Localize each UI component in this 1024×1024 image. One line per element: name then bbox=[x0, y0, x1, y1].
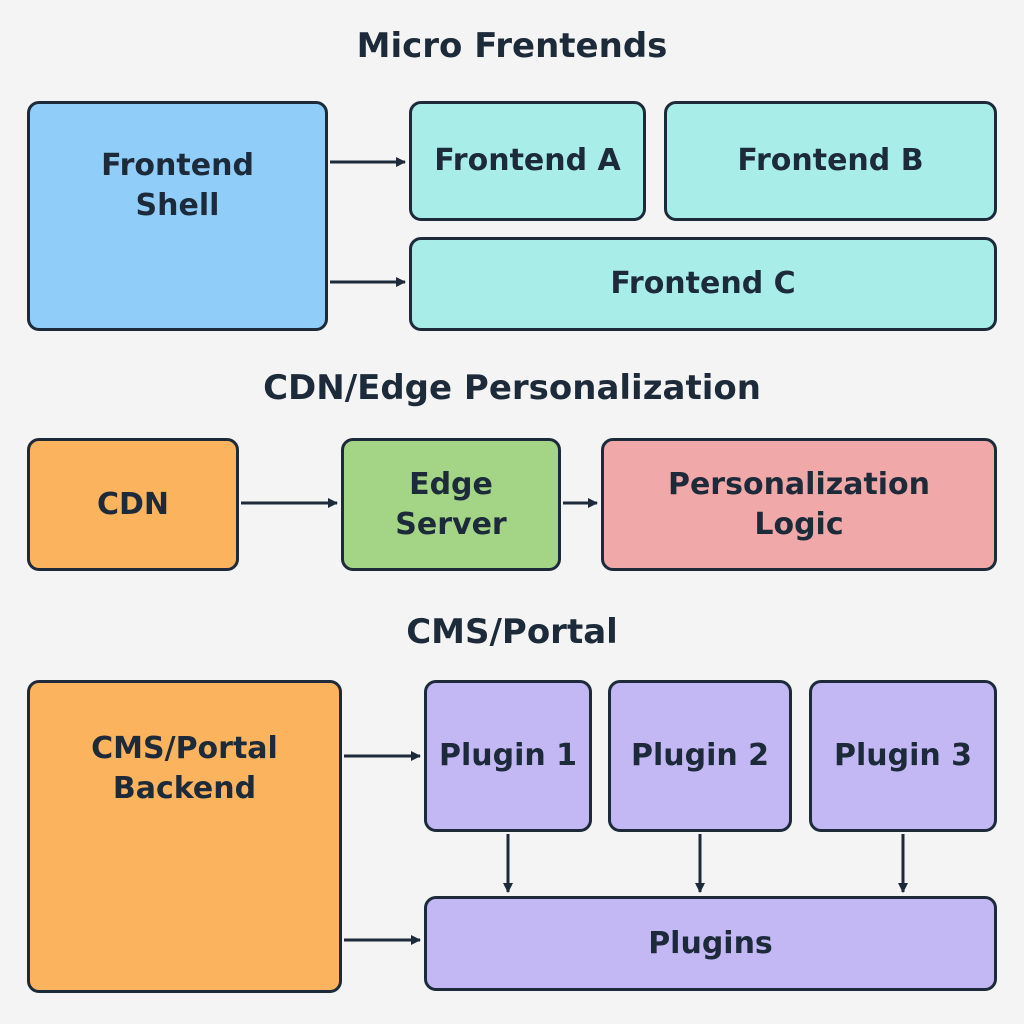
personalization-logic-box: Personalization Logic bbox=[601, 438, 997, 571]
section-title-micro-frontends: Micro Frentends bbox=[356, 26, 668, 66]
edge-server-label: Edge Server bbox=[395, 466, 507, 542]
section-title-cdn-edge: CDN/Edge Personalization bbox=[263, 368, 761, 408]
frontend-c-box: Frontend C bbox=[409, 237, 997, 331]
plugin-2-box: Plugin 2 bbox=[608, 680, 792, 832]
frontend-a-box: Frontend A bbox=[409, 101, 646, 221]
cms-portal-backend-label: CMS/Portal Backend bbox=[91, 731, 278, 806]
plugin-1-box: Plugin 1 bbox=[424, 680, 592, 832]
plugins-box: Plugins bbox=[424, 896, 997, 991]
frontend-b-box: Frontend B bbox=[664, 101, 997, 221]
cms-portal-backend-box: CMS/Portal Backend bbox=[27, 680, 342, 993]
frontend-b-label: Frontend B bbox=[737, 143, 924, 178]
cdn-box: CDN bbox=[27, 438, 239, 571]
personalization-logic-label: Personalization Logic bbox=[667, 466, 931, 542]
plugins-label: Plugins bbox=[648, 925, 773, 961]
frontend-shell-label: Frontend Shell bbox=[101, 148, 254, 223]
frontend-c-label: Frontend C bbox=[610, 266, 796, 301]
plugin-2-label: Plugin 2 bbox=[630, 738, 770, 773]
frontend-shell-box: Frontend Shell bbox=[27, 101, 328, 331]
cdn-label: CDN bbox=[96, 486, 170, 522]
plugin-3-box: Plugin 3 bbox=[809, 680, 997, 832]
edge-server-box: Edge Server bbox=[341, 438, 561, 571]
section-title-cms-portal: CMS/Portal bbox=[406, 612, 618, 652]
frontend-a-label: Frontend A bbox=[434, 143, 621, 178]
plugin-3-label: Plugin 3 bbox=[833, 738, 973, 773]
plugin-1-label: Plugin 1 bbox=[438, 738, 578, 773]
